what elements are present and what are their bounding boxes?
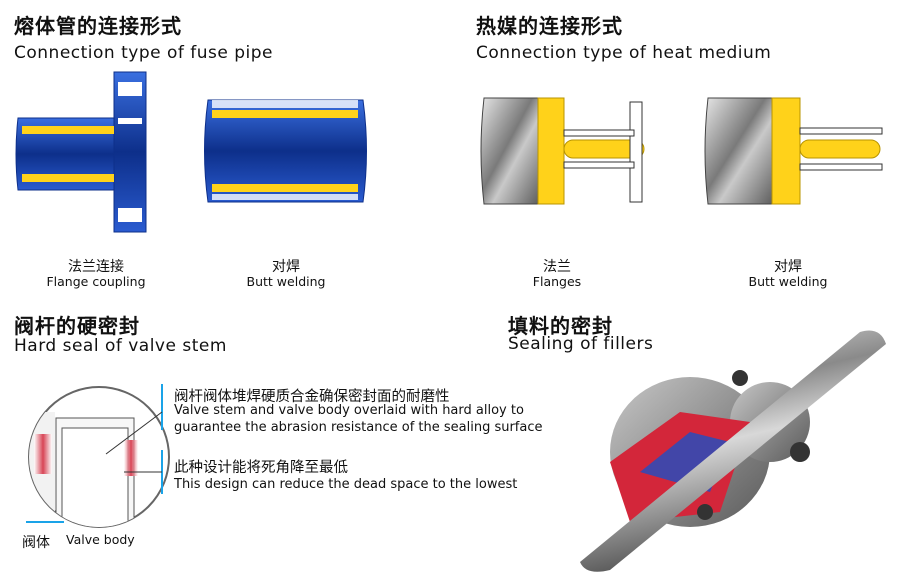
butt-welding-caption-en: Butt welding	[246, 274, 326, 289]
heat-medium-title-en: Connection type of heat medium	[476, 43, 772, 63]
filler-seal-illustration	[580, 330, 886, 572]
butt-welding-heat-caption-en: Butt welding	[748, 274, 828, 289]
note1-en-line1: Valve stem and valve body overlaid with …	[174, 403, 524, 418]
butt-welding-caption-cn: 对焊	[272, 259, 300, 275]
flanges-illustration	[480, 97, 645, 205]
flanges-caption-cn: 法兰	[543, 259, 571, 275]
fuse-pipe-title-cn: 熔体管的连接形式	[14, 14, 182, 38]
valve-body-label-cn: 阀体	[22, 535, 50, 551]
note1-cn: 阀杆阀体堆焊硬质合金确保密封面的耐磨性	[174, 389, 450, 405]
butt-welding-heat-caption-cn: 对焊	[774, 259, 802, 275]
fillers-title-en: Sealing of fillers	[508, 334, 654, 354]
note1-en-line2: guarantee the abrasion resistance of the…	[174, 420, 543, 435]
butt-welding-heat-illustration	[704, 97, 883, 205]
flanges-caption-en: Flanges	[532, 274, 582, 289]
fillers-title-cn: 填料的密封	[508, 314, 613, 338]
valve-body-label-en: Valve body	[66, 532, 135, 547]
flange-coupling-caption-en: Flange coupling	[46, 274, 146, 289]
flange-coupling-illustration	[15, 71, 147, 233]
note2-en: This design can reduce the dead space to…	[174, 477, 518, 492]
heat-medium-title-cn: 热媒的连接形式	[476, 14, 623, 38]
valve-stem-title-en: Hard seal of valve stem	[14, 336, 227, 356]
note2-cn: 此种设计能将死角降至最低	[174, 460, 348, 476]
flange-coupling-caption-cn: 法兰连接	[68, 259, 124, 275]
callout-lines	[105, 384, 163, 494]
butt-welding-pipe-illustration	[204, 99, 367, 203]
fuse-pipe-title-en: Connection type of fuse pipe	[14, 43, 274, 63]
valve-stem-title-cn: 阀杆的硬密封	[14, 314, 140, 338]
valve-stem-seal-illustration	[26, 386, 170, 528]
